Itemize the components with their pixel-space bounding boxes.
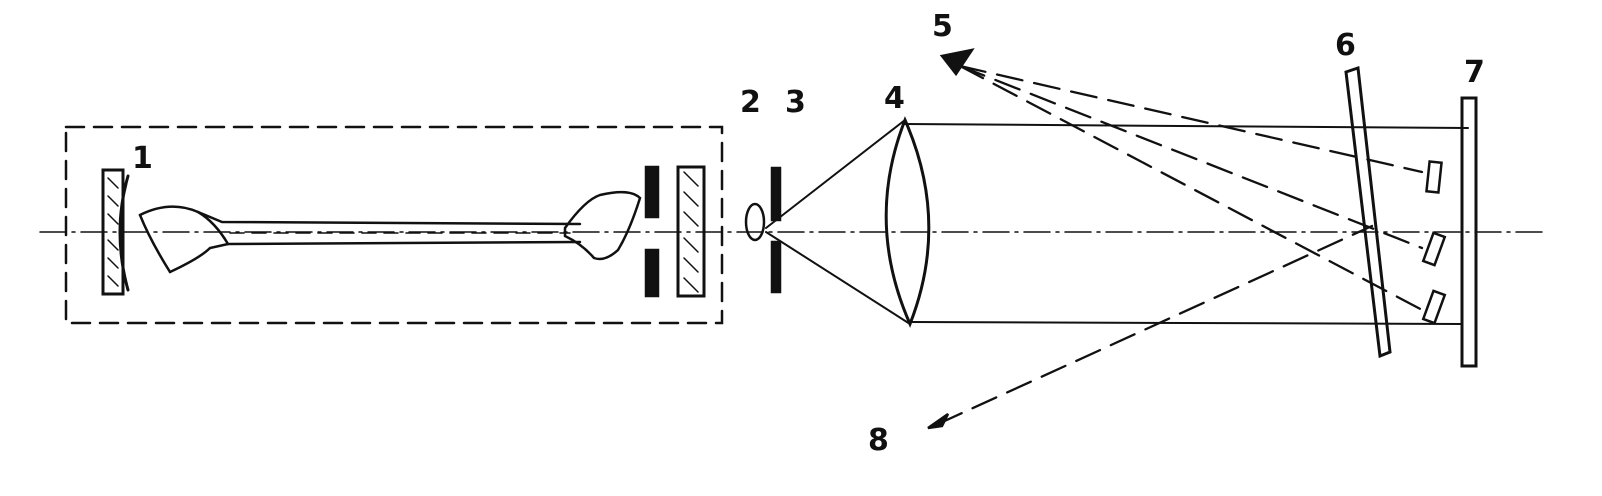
observation-ray-middle — [958, 64, 1424, 250]
observer-eye-5 — [939, 48, 975, 77]
beam-cone-top — [765, 119, 906, 229]
label-4: 4 — [884, 81, 905, 116]
beam-cone-bottom — [765, 231, 911, 325]
pinhole-aperture-3-top — [770, 166, 782, 222]
aperture-plate-lower — [644, 248, 660, 298]
label-1: 1 — [132, 141, 153, 176]
pinhole-aperture-3-bottom — [770, 240, 782, 294]
sample-object-lower — [1421, 289, 1447, 325]
sample-object-upper — [1425, 160, 1443, 194]
collimating-lens-4 — [884, 116, 931, 328]
screen-7 — [1460, 96, 1478, 368]
aperture-plate — [644, 165, 660, 219]
tilted-plate-6 — [1344, 65, 1392, 359]
label-2: 2 — [740, 85, 761, 120]
beam-upper-edge — [904, 123, 1469, 129]
label-6: 6 — [1335, 28, 1356, 63]
label-8: 8 — [868, 423, 889, 458]
laser-enclosure-dashed-box — [64, 125, 724, 325]
curved-mirror-1 — [101, 168, 130, 296]
observation-ray-upper — [958, 64, 1424, 174]
laser-flash-shape — [563, 190, 642, 261]
sample-object-middle — [1421, 231, 1447, 267]
arrow-8-head — [927, 412, 950, 430]
laser-rod-tube — [138, 205, 582, 274]
beam-lower-edge — [909, 321, 1463, 325]
small-lens-2 — [744, 202, 766, 242]
label-7: 7 — [1464, 55, 1485, 90]
label-3: 3 — [785, 85, 806, 120]
reflected-ray-to-8 — [936, 224, 1374, 426]
label-5: 5 — [932, 9, 953, 44]
observation-ray-lower — [958, 64, 1428, 314]
output-coupler — [676, 165, 706, 298]
